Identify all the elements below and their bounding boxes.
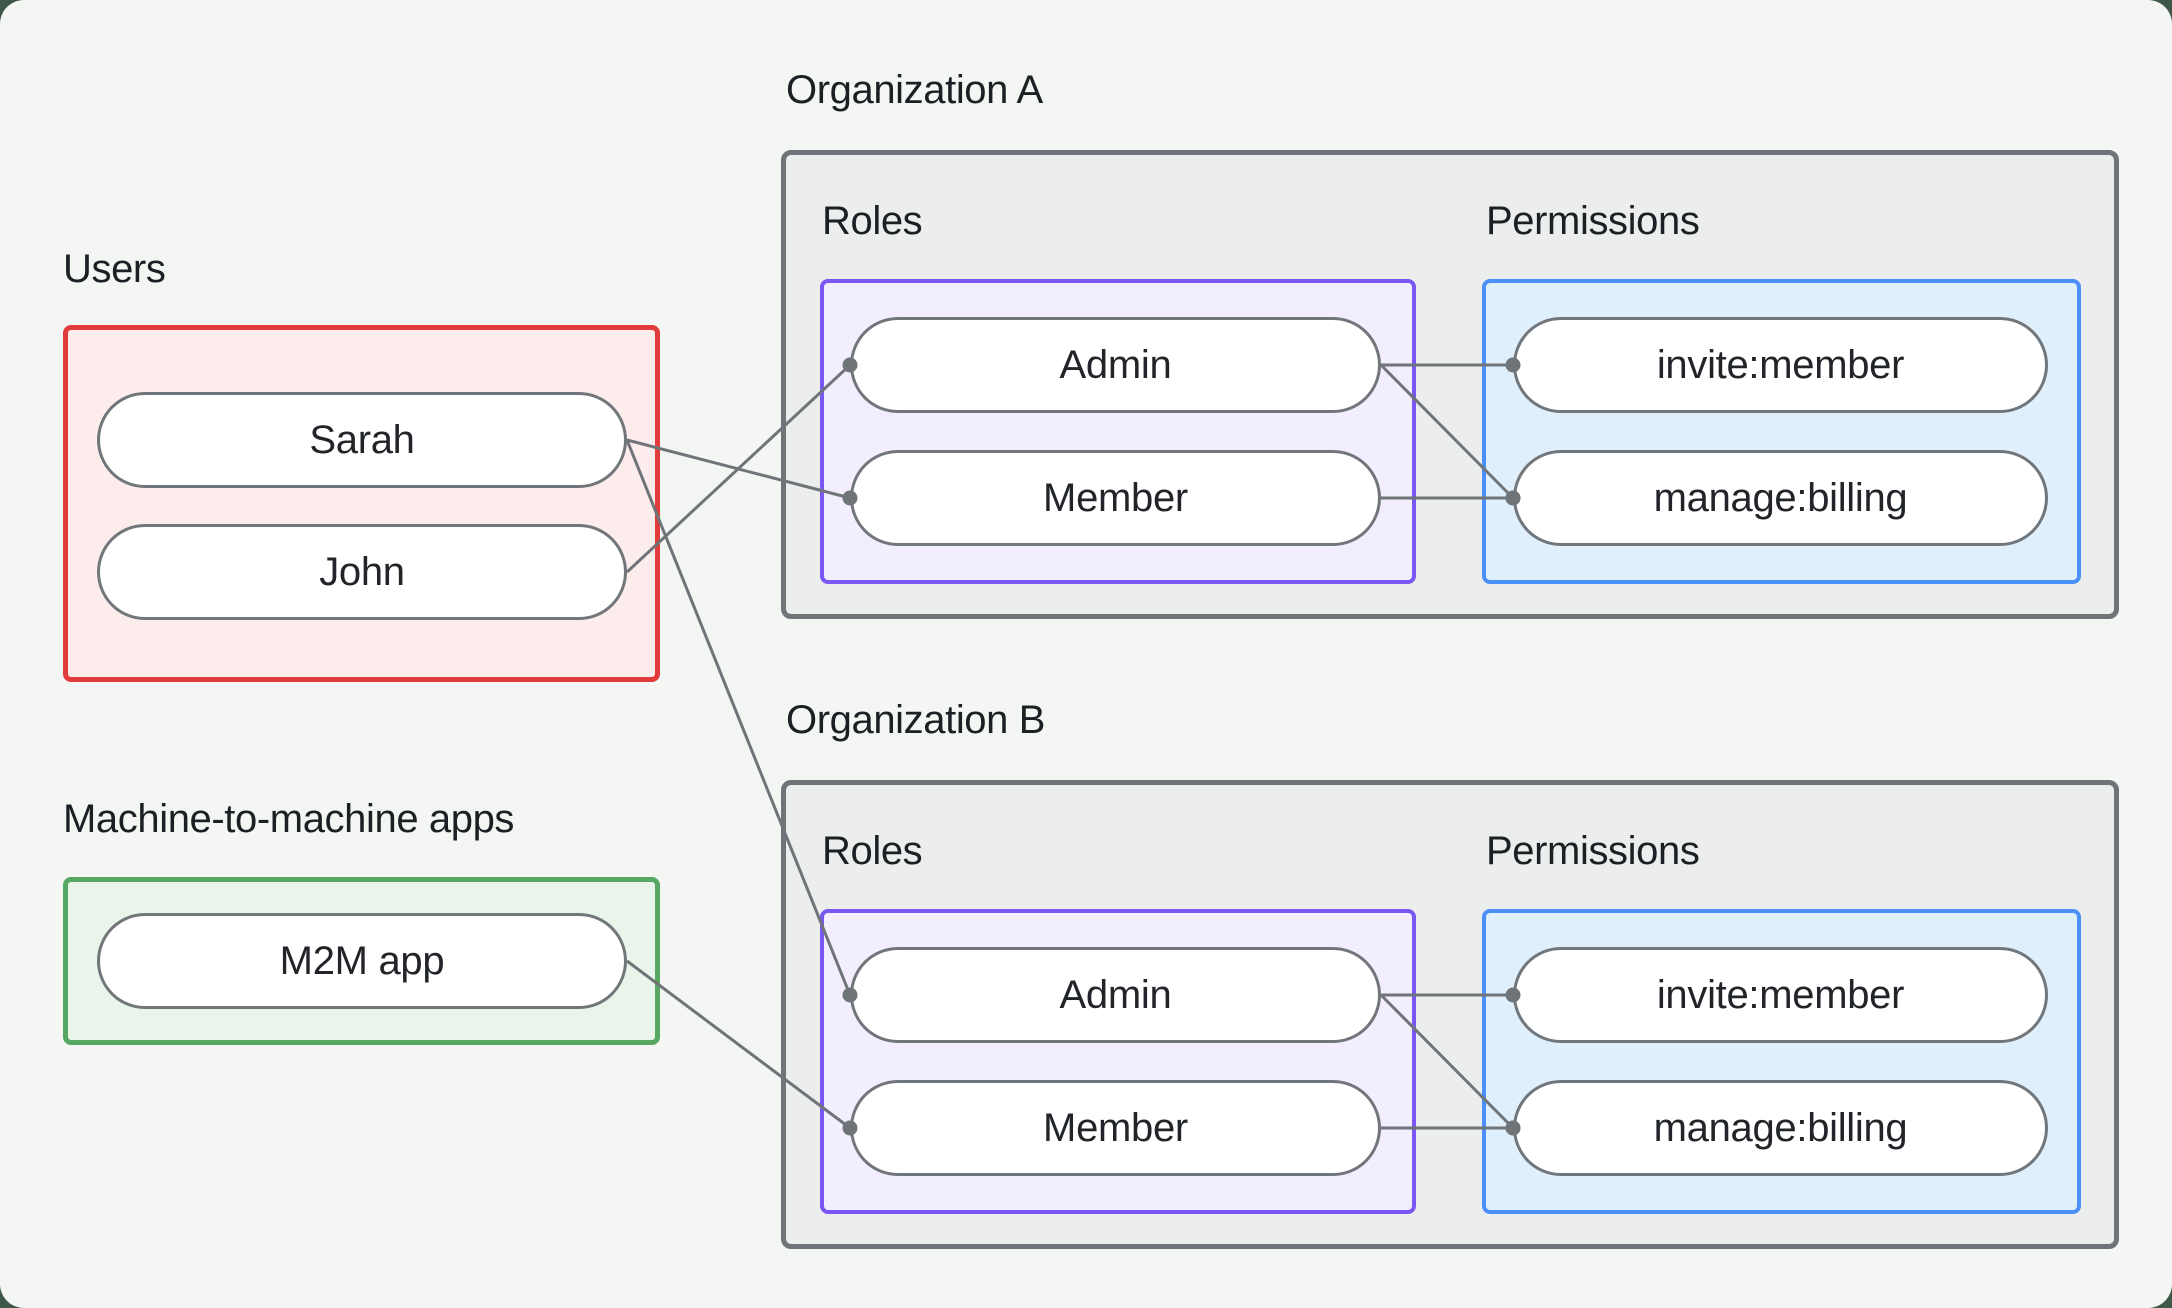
org-a-permission-manage-billing-label: manage:billing [1653,475,1908,520]
org-a-roles-label: Roles [822,199,923,243]
org-a-permission-manage-billing: manage:billing [1513,450,2048,546]
org-a-role-admin-label: Admin [1059,342,1172,387]
org-b-permission-manage-billing-label: manage:billing [1653,1105,1908,1150]
org-a-permission-invite-member-label: invite:member [1656,342,1905,387]
user-node-john: John [97,524,627,620]
org-a-permission-invite-member: invite:member [1513,317,2048,413]
org-a-role-admin: Admin [850,317,1381,413]
org-a-role-member-label: Member [1043,475,1188,520]
org-b-title: Organization B [786,698,1045,742]
org-b-role-member: Member [850,1080,1381,1176]
org-b-permissions-label: Permissions [1486,829,1700,873]
m2m-app-node: M2M app [97,913,627,1009]
user-node-john-label: John [319,549,405,594]
user-node-sarah: Sarah [97,392,627,488]
org-b-permission-invite-member: invite:member [1513,947,2048,1043]
org-b-roles-label: Roles [822,829,923,873]
org-a-role-member: Member [850,450,1381,546]
org-b-role-member-label: Member [1043,1105,1188,1150]
org-a-permissions-label: Permissions [1486,199,1700,243]
users-group-box [63,325,660,682]
org-b-permission-invite-member-label: invite:member [1656,972,1905,1017]
m2m-app-node-label: M2M app [279,938,445,983]
user-node-sarah-label: Sarah [309,417,415,462]
m2m-group-label: Machine-to-machine apps [63,797,515,841]
org-b-permission-manage-billing: manage:billing [1513,1080,2048,1176]
org-a-title: Organization A [786,68,1043,112]
users-group-label: Users [63,247,166,291]
org-b-role-admin: Admin [850,947,1381,1043]
org-b-role-admin-label: Admin [1059,972,1172,1017]
